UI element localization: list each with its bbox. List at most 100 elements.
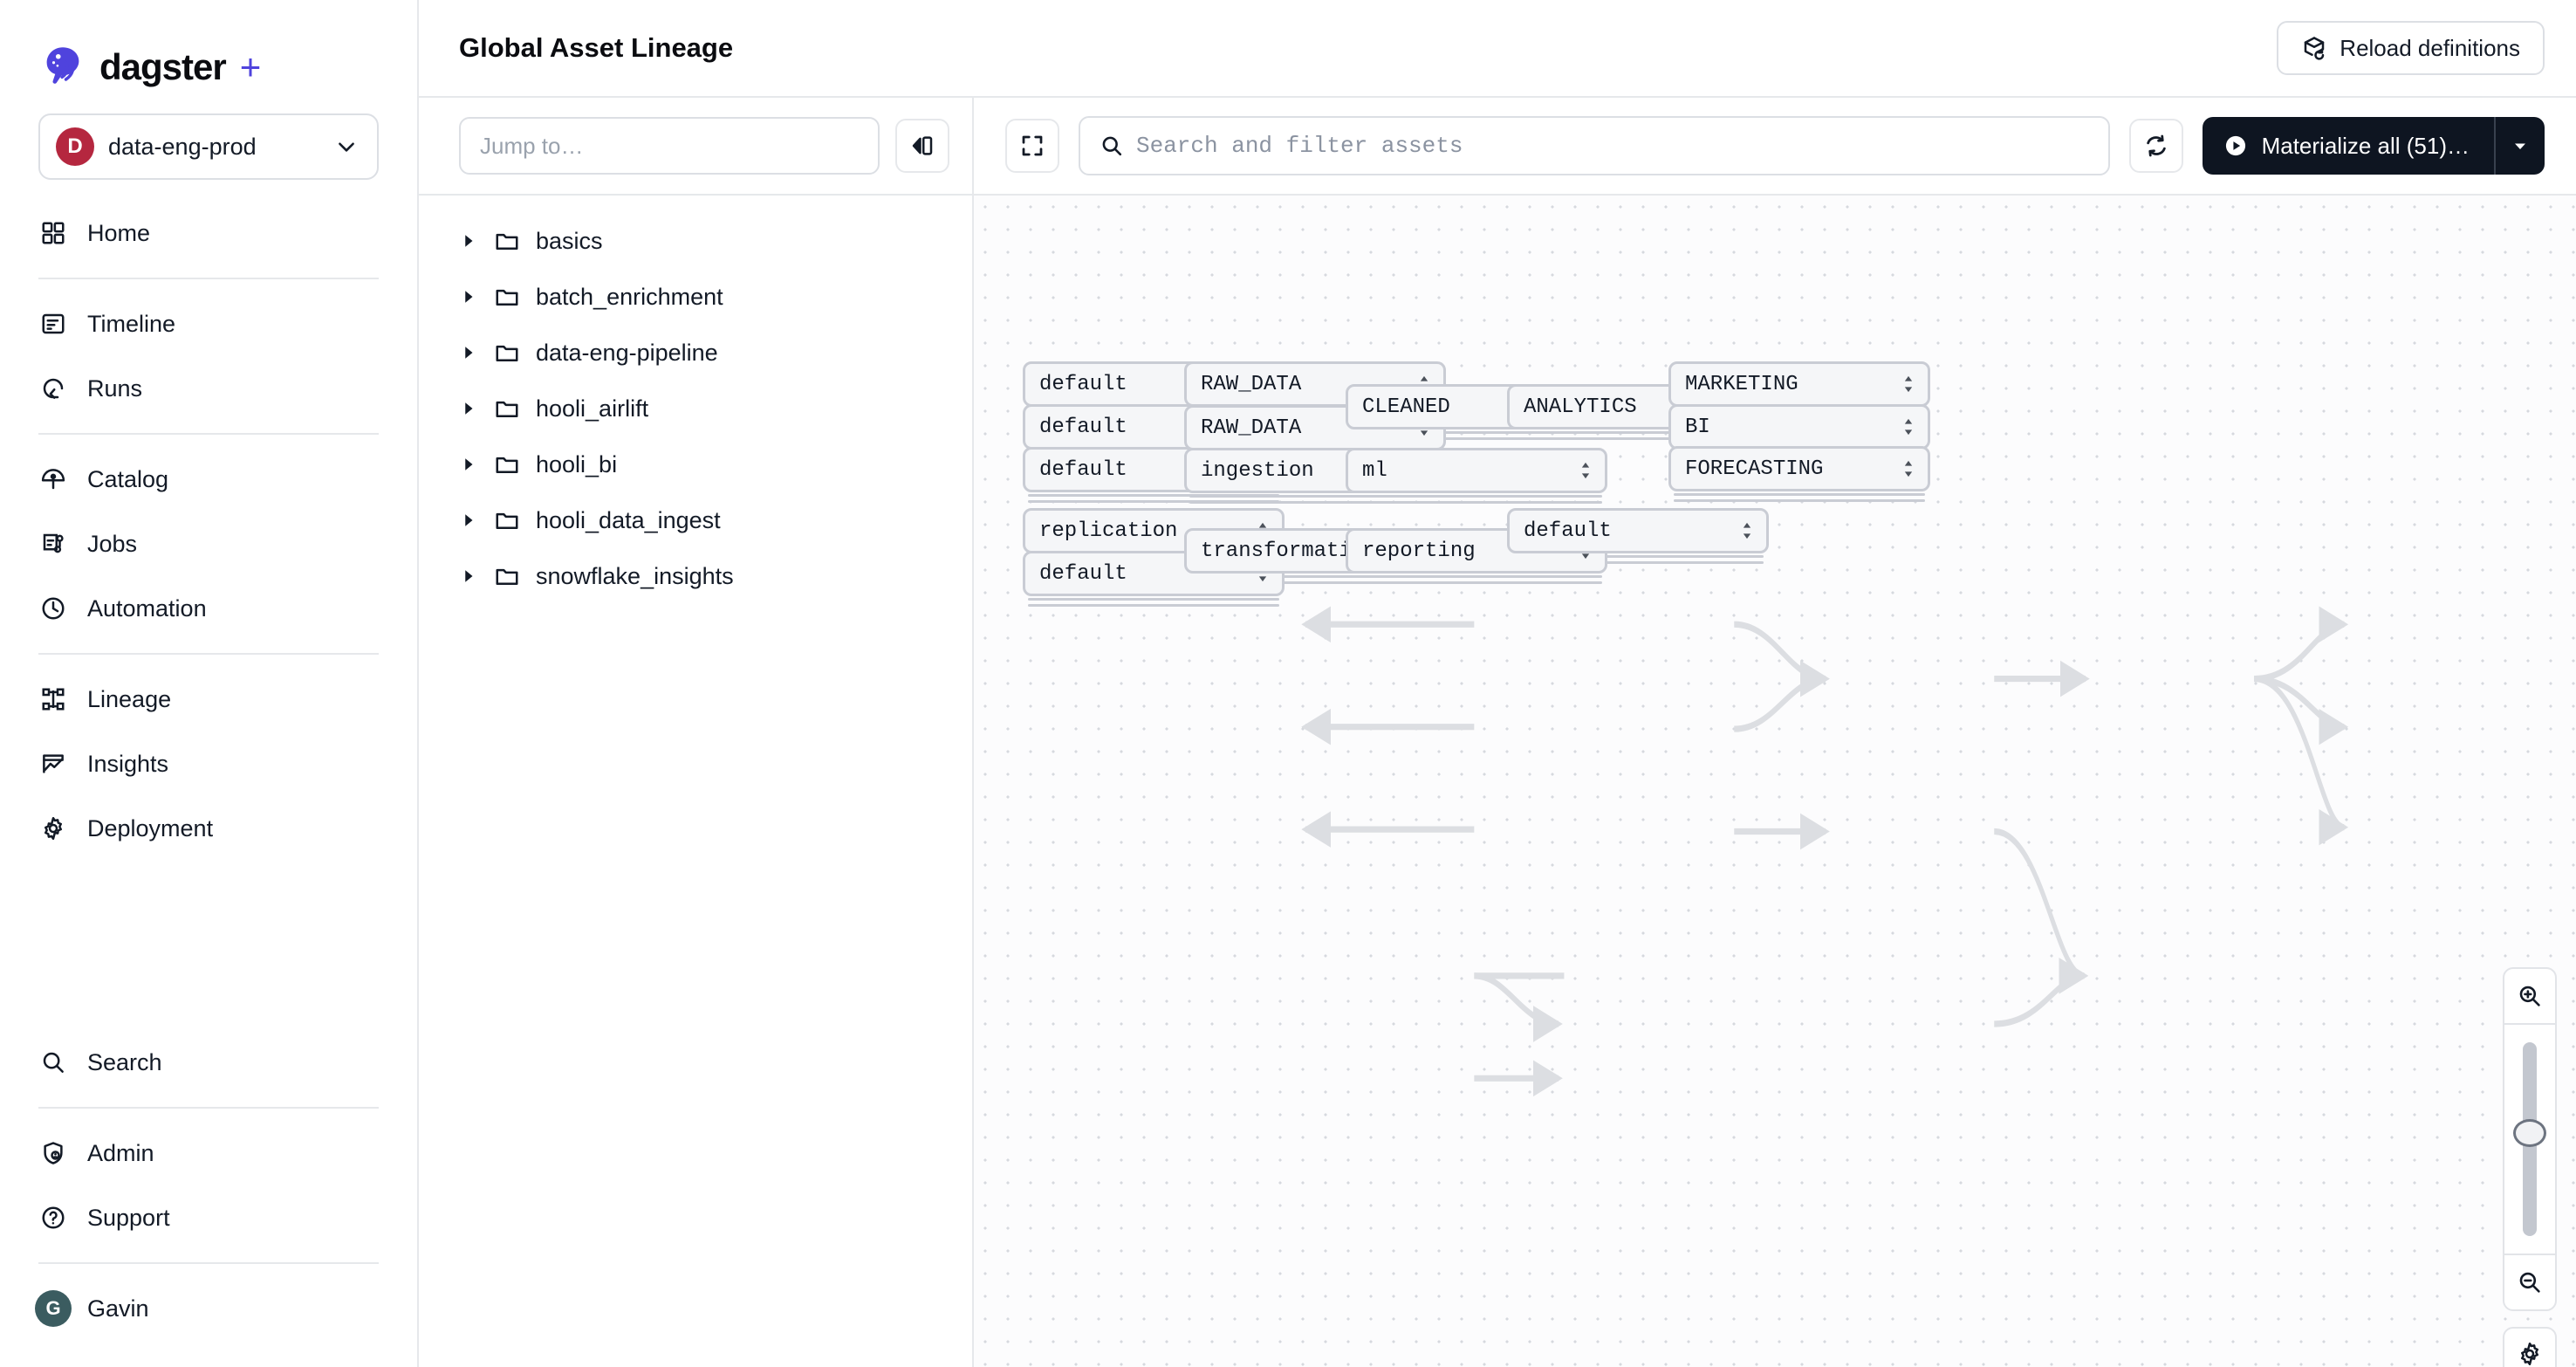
- zoom-out-button[interactable]: [2504, 1255, 2555, 1309]
- asset-node-label: ingestion: [1201, 458, 1314, 483]
- sidebar-item-admin[interactable]: Admin: [0, 1121, 417, 1185]
- chevron-right-icon[interactable]: [459, 287, 478, 306]
- brand[interactable]: dagster +: [0, 0, 417, 98]
- page-header: Global Asset Lineage Reload definitions: [419, 0, 2576, 98]
- chevron-right-icon[interactable]: [459, 511, 478, 530]
- graph-settings-button[interactable]: [2503, 1327, 2557, 1367]
- sidebar-divider: [38, 1107, 379, 1109]
- asset-node-label: default: [1039, 457, 1127, 482]
- search-input[interactable]: [1136, 133, 2089, 159]
- sidebar-item-automation[interactable]: Automation: [0, 576, 417, 641]
- chevron-right-icon[interactable]: [459, 567, 478, 586]
- collapse-left-panel-icon: [912, 136, 933, 155]
- jump-to-input[interactable]: [459, 117, 880, 175]
- asset-node[interactable]: MARKETING: [1668, 361, 1930, 407]
- chevron-right-icon[interactable]: [459, 343, 478, 362]
- asset-node[interactable]: BI: [1668, 404, 1930, 450]
- asset-node-stack: [1028, 494, 1279, 503]
- sidebar-item-support[interactable]: Support: [0, 1185, 417, 1250]
- toolbar-left: [419, 98, 974, 194]
- sidebar-item-label: Support: [87, 1204, 170, 1231]
- asset-node[interactable]: default: [1507, 508, 1769, 553]
- chevron-right-icon[interactable]: [459, 455, 478, 474]
- sidebar-item-lineage[interactable]: Lineage: [0, 667, 417, 732]
- chevron-right-icon[interactable]: [459, 399, 478, 418]
- asset-node-stack: [1189, 575, 1441, 584]
- question-circle-icon: [38, 1203, 68, 1233]
- sidebar-item-timeline[interactable]: Timeline: [0, 292, 417, 356]
- tree-item-data-eng-pipeline[interactable]: data-eng-pipeline: [419, 325, 972, 381]
- sidebar-item-home[interactable]: Home: [0, 201, 417, 265]
- chevron-up-down-icon: [1904, 418, 1913, 436]
- body-row: basics batch_enrichment: [419, 196, 2576, 1367]
- tree-item-label: hooli_bi: [536, 450, 618, 477]
- sidebar-nav: Home Timeline Runs: [0, 201, 417, 861]
- zoom-slider-thumb[interactable]: [2513, 1119, 2546, 1147]
- asset-search-box[interactable]: [1079, 116, 2110, 175]
- materialize-options-button[interactable]: [2494, 117, 2545, 175]
- sidebar-item-search[interactable]: Search: [0, 1030, 417, 1095]
- tree-item-label: basics: [536, 227, 603, 254]
- zoom-in-button[interactable]: [2504, 969, 2555, 1023]
- graph-toolbar: Materialize all (51)…: [419, 98, 2576, 196]
- asset-node-label: CLEANED: [1362, 395, 1450, 419]
- deployment-picker[interactable]: D data-eng-prod: [38, 113, 379, 180]
- sidebar-item-jobs[interactable]: Jobs: [0, 512, 417, 576]
- folder-icon: [496, 345, 518, 361]
- sidebar-item-label: Home: [87, 219, 151, 246]
- folder-icon: [496, 233, 518, 250]
- asset-node-stack: [1512, 555, 1764, 564]
- tree-item-hooli-airlift[interactable]: hooli_airlift: [419, 381, 972, 436]
- sidebar-item-user[interactable]: G Gavin: [0, 1276, 417, 1341]
- chevron-down-icon: [2515, 143, 2525, 149]
- sidebar-bottom: Search Admin S: [0, 1030, 417, 1367]
- sidebar-divider: [38, 433, 379, 435]
- zoom-slider[interactable]: [2504, 1023, 2555, 1255]
- collapse-left-panel-button[interactable]: [895, 119, 949, 173]
- tree-item-snowflake-insights[interactable]: snowflake_insights: [419, 548, 972, 604]
- sidebar-item-insights[interactable]: Insights: [0, 732, 417, 796]
- asset-node-label: default: [1524, 519, 1612, 543]
- grid-icon: [38, 218, 68, 248]
- toolbar-right: Materialize all (51)…: [974, 116, 2576, 175]
- jobs-icon: [38, 529, 68, 559]
- sidebar-item-runs[interactable]: Runs: [0, 356, 417, 421]
- asset-node-stack: [1028, 598, 1279, 607]
- sidebar-item-catalog[interactable]: Catalog: [0, 447, 417, 512]
- folder-icon: [496, 457, 518, 473]
- chevron-down-icon: [339, 142, 354, 152]
- zoom-in-icon: [2519, 986, 2540, 1006]
- tree-item-basics[interactable]: basics: [419, 213, 972, 269]
- asset-node[interactable]: ml: [1346, 448, 1607, 493]
- materialize-all-button[interactable]: Materialize all (51)…: [2202, 117, 2494, 175]
- sidebar: dagster + D data-eng-prod Home: [0, 0, 419, 1367]
- tree-item-hooli-bi[interactable]: hooli_bi: [419, 436, 972, 492]
- avatar: G: [35, 1290, 72, 1327]
- asset-node-stack: [1674, 493, 1925, 502]
- chevron-up-down-icon: [1581, 462, 1590, 479]
- refresh-button[interactable]: [2128, 119, 2183, 173]
- chevron-up-down-icon: [1904, 460, 1913, 477]
- asset-node-label: FORECASTING: [1685, 457, 1824, 481]
- insights-chart-icon: [38, 749, 68, 779]
- search-icon: [38, 1048, 68, 1077]
- reload-definitions-label: Reload definitions: [2340, 34, 2520, 61]
- lineage-edges: [1301, 606, 2349, 1097]
- sidebar-item-deployment[interactable]: Deployment: [0, 796, 417, 861]
- sidebar-item-label: Lineage: [87, 685, 172, 712]
- tree-item-hooli-data-ingest[interactable]: hooli_data_ingest: [419, 492, 972, 548]
- tree-item-label: snowflake_insights: [536, 562, 734, 589]
- tree-item-batch-enrichment[interactable]: batch_enrichment: [419, 269, 972, 325]
- lineage-graph-canvas[interactable]: default default default replication: [974, 196, 2576, 1367]
- sidebar-item-label: Timeline: [87, 310, 176, 337]
- asset-node[interactable]: FORECASTING: [1668, 446, 1930, 491]
- asset-node-label: ml: [1362, 458, 1387, 483]
- chevron-right-icon[interactable]: [459, 231, 478, 251]
- fit-view-button[interactable]: [1005, 119, 1059, 173]
- zoom-controls: [2503, 967, 2557, 1367]
- sidebar-item-label: Automation: [87, 594, 207, 622]
- tree-item-label: hooli_airlift: [536, 395, 649, 422]
- reload-definitions-button[interactable]: Reload definitions: [2277, 21, 2545, 75]
- lineage-graph-icon: [38, 684, 68, 714]
